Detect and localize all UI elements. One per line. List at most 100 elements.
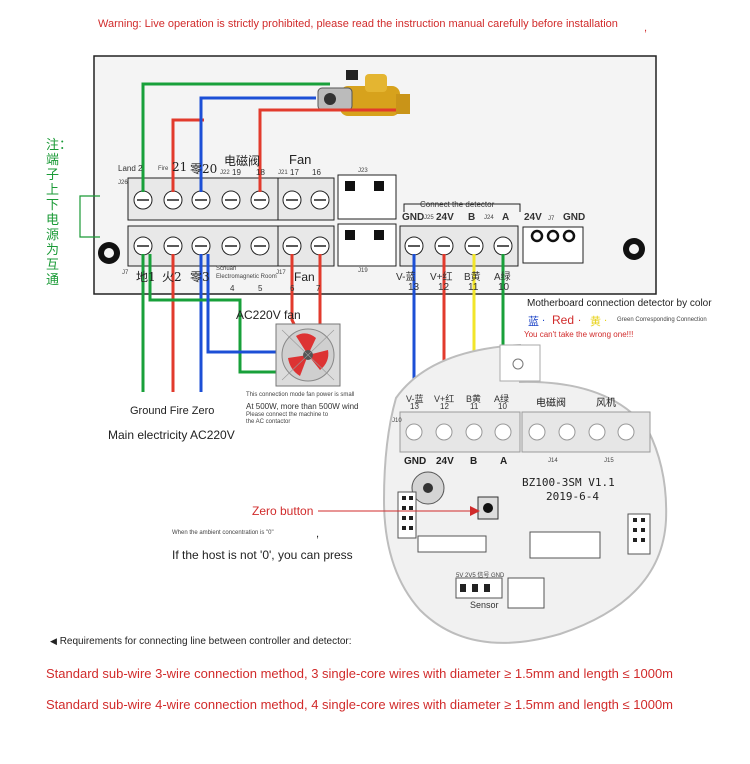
comma-mark: ,: [644, 22, 648, 34]
label-18: 18: [256, 168, 265, 177]
board-gnd: GND: [404, 456, 427, 467]
label-21: 21: [172, 160, 188, 174]
terminal-power-note: 注：端子上下电源为互通: [46, 138, 73, 288]
ground-fire-zero-label: Ground Fire Zero: [130, 405, 215, 417]
color-blue-label: 蓝: [528, 315, 539, 328]
board-sensor: Sensor: [470, 600, 499, 610]
label-bottom-fan: Fan: [294, 270, 315, 284]
label-bottom-5: 5: [258, 284, 263, 293]
board-j14: J14: [548, 458, 558, 464]
color-yellow-label: 黄: [590, 315, 601, 328]
board-a: A: [500, 456, 508, 467]
detector-terminal-block: [399, 225, 519, 267]
board-pins: 5V 2V5 信号 GND: [456, 573, 505, 579]
color-dot-1: .: [542, 312, 546, 324]
label-bottom-6: 6: [290, 284, 295, 293]
label-gnd: GND: [402, 212, 425, 223]
requirements-title: ◀ Requirements for connecting line betwe…: [50, 636, 352, 647]
label-fan-top: Fan: [289, 152, 312, 167]
wrong-warning: You can't take the wrong one!!!: [524, 330, 634, 339]
label-bottom-solenoid-en: Electromagnetic Room: [216, 274, 277, 280]
label-solenoid: 电磁阀: [224, 154, 261, 168]
board-solenoid: 电磁阀: [536, 398, 566, 409]
fan-note-1: This connection mode fan power is small: [246, 392, 355, 398]
color-red-label: Red: [552, 313, 575, 327]
warning-text: Warning: Live operation is strictly proh…: [98, 18, 618, 30]
label-fire: Fire: [158, 166, 169, 172]
label-bottom-zero: 零3: [190, 270, 210, 284]
mount-hole-right: [623, 238, 645, 260]
detector-bracket: [403, 203, 521, 212]
upper-terminal-block: [127, 177, 335, 221]
label-bottom-11: 11: [468, 282, 479, 293]
comma-mark-2: ,: [316, 528, 320, 540]
label-j25: J25: [424, 215, 434, 221]
label-land2: Land 2: [118, 164, 143, 173]
color-dot-2: .: [578, 312, 582, 324]
label-bottom-land: 地1: [136, 270, 156, 284]
label-bottom-10: 10: [498, 282, 510, 293]
side-bracket: [79, 195, 100, 238]
board-n12: 12: [440, 402, 449, 411]
label-bottom-13: 13: [408, 282, 420, 293]
label-j21: J21: [278, 170, 288, 176]
label-bottom-4: 4: [230, 284, 235, 293]
zero-button-arrowhead: [470, 506, 480, 516]
label-19: 19: [232, 168, 241, 177]
board-b: B: [470, 456, 478, 467]
label-j26: J26: [118, 180, 128, 186]
color-dot-3: .: [604, 312, 608, 324]
label-b: B: [468, 212, 476, 223]
requirement-4wire: Standard sub-wire 4-wire connection meth…: [46, 697, 674, 712]
label-right-24v: 24V: [524, 212, 542, 223]
board-24v: 24V: [436, 456, 454, 467]
label-bottom-vred: V+红: [430, 272, 453, 283]
fan-label: AC220V fan: [236, 308, 301, 322]
board-fan: 风机: [596, 398, 616, 409]
fan-note-4: the AC contactor: [246, 419, 291, 425]
motherboard-note: Motherboard connection detector by color: [527, 298, 712, 309]
label-bottom-byellow: B黄: [464, 272, 481, 283]
label-j23: J23: [358, 168, 368, 174]
wire-fan-green: [148, 254, 290, 374]
zero-button-label: Zero button: [252, 504, 314, 518]
wire-green-solenoid: [141, 82, 330, 192]
wire-red-solenoid: [258, 108, 396, 192]
requirements-title-text: Requirements for connecting line between…: [59, 636, 352, 647]
label-bottom-vblue: V-蓝: [396, 272, 416, 283]
mount-hole-left: [98, 242, 120, 264]
board-j15: J15: [604, 458, 614, 464]
press-note: If the host is not '0', you can press: [172, 548, 353, 562]
label-a: A: [502, 212, 510, 223]
fan-note-2: At 500W, more than 500W wind: [246, 402, 359, 411]
label-bottom-7: 7: [316, 284, 321, 293]
board-model: BZ100-3SM V1.1: [522, 476, 615, 489]
label-bottom-schuan: Schuan: [216, 266, 237, 272]
label-j7: J7: [548, 216, 555, 222]
label-16: 16: [312, 168, 321, 177]
board-date: 2019-6-4: [546, 490, 599, 503]
label-bottom-fire: 火2: [162, 270, 182, 284]
board-t-byellow: B黄: [466, 394, 482, 404]
wire-blue-solenoid: [199, 96, 316, 192]
color-green-note: Green Corresponding Connection: [617, 317, 707, 323]
label-connect-detector: Connect the detector: [420, 200, 495, 209]
j23-socket: [337, 174, 397, 220]
triangle-icon: ◀: [50, 636, 57, 646]
wire-fan-blue: [206, 254, 290, 354]
board-n13: 13: [410, 402, 419, 411]
ambient-note: When the ambient concentration is "0": [172, 530, 274, 536]
power-out-socket: [522, 226, 584, 264]
board-t-vred: V+红: [434, 394, 455, 404]
motherboard: [382, 343, 668, 644]
main-electricity-label: Main electricity AC220V: [108, 428, 235, 442]
label-j22: J22: [220, 170, 230, 176]
board-t-vblue: V-蓝: [406, 394, 424, 404]
fan-note-3: Please connect the machine to: [246, 412, 329, 418]
label-j19: J19: [358, 268, 368, 274]
label-bottom-12: 12: [438, 282, 450, 293]
label-j17: J17: [276, 270, 286, 276]
label-24v: 24V: [436, 212, 454, 223]
lower-terminal-block: [127, 225, 335, 267]
